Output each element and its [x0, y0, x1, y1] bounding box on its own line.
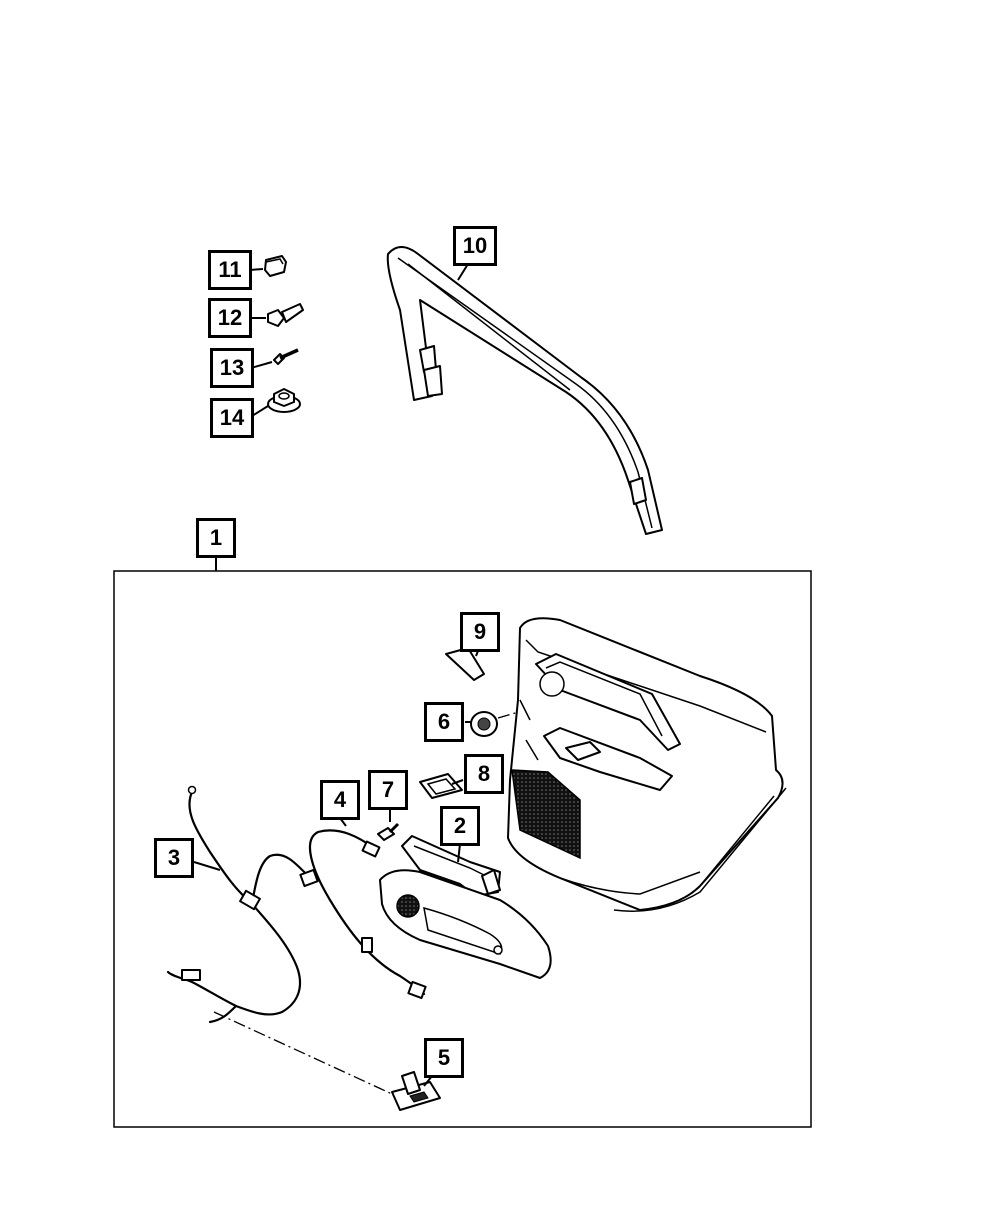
push-clip-part[interactable] [264, 255, 287, 277]
callout-5[interactable]: 5 [424, 1038, 464, 1078]
screw-part[interactable] [273, 348, 299, 365]
callout-13[interactable]: 13 [210, 348, 254, 388]
bezel-part[interactable] [419, 773, 463, 799]
callout-12[interactable]: 12 [208, 298, 252, 338]
shoulder-screw-part[interactable] [267, 303, 304, 327]
door-molding-part[interactable] [386, 246, 663, 535]
callout-11[interactable]: 11 [208, 250, 252, 290]
speaker-part[interactable] [470, 711, 498, 737]
callout-7[interactable]: 7 [368, 770, 408, 810]
wire-harness-long-part[interactable] [166, 785, 319, 1024]
callout-4[interactable]: 4 [320, 780, 360, 820]
door-handle-part[interactable] [401, 835, 501, 897]
callout-9[interactable]: 9 [460, 612, 500, 652]
leader-2 [457, 843, 461, 863]
trim-screw-part[interactable] [377, 822, 400, 841]
callout-14[interactable]: 14 [210, 398, 254, 438]
switch-part[interactable] [391, 1071, 441, 1111]
flange-nut-part[interactable] [267, 388, 301, 413]
leader-14 [251, 405, 269, 417]
trim-bezel-part[interactable] [379, 869, 552, 979]
assembly-frame [113, 570, 812, 1128]
leader-8 [451, 779, 464, 785]
callout-1[interactable]: 1 [196, 518, 236, 558]
centerline-5 [213, 1011, 393, 1095]
wire-harness-short-part[interactable] [309, 829, 427, 1000]
leader-13 [250, 361, 273, 369]
panel-sill-edge [613, 787, 787, 912]
leader-10 [457, 263, 469, 281]
callout-8[interactable]: 8 [464, 754, 504, 794]
callout-3[interactable]: 3 [154, 838, 194, 878]
door-trim-panel-part[interactable] [507, 617, 784, 911]
callout-6[interactable]: 6 [424, 702, 464, 742]
callout-2[interactable]: 2 [440, 806, 480, 846]
callout-10[interactable]: 10 [453, 226, 497, 266]
leader-3 [193, 861, 221, 871]
